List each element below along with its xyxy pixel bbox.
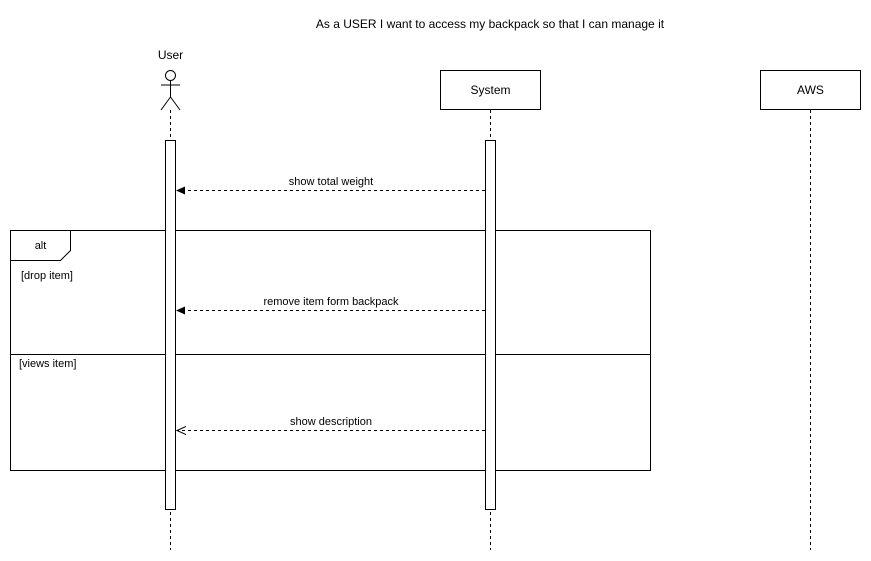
alt-fragment-frame (10, 230, 651, 471)
diagram-title: As a USER I want to access my backpack s… (316, 17, 665, 31)
actor-left-leg (160, 96, 171, 111)
alt-guard-drop-item: [drop item] (21, 270, 73, 282)
message-show-description-label: show description (290, 416, 372, 428)
aws-participant-label: AWS (797, 83, 824, 97)
user-activation-bar (165, 140, 176, 510)
user-actor-label: User (158, 48, 183, 62)
system-participant-label: System (470, 83, 510, 97)
message-remove-item-label: remove item form backpack (263, 296, 399, 308)
actor-right-leg (170, 96, 181, 111)
system-participant-box (440, 70, 541, 110)
aws-participant-box (760, 70, 861, 110)
actor-head (165, 70, 176, 81)
system-activation-bar (485, 140, 496, 510)
user-actor (160, 70, 181, 111)
alt-fragment-operator-tab (10, 230, 71, 261)
alt-fragment-operator: alt (35, 240, 47, 252)
message-show-total-weight-label: show total weight (289, 176, 373, 188)
alt-guard-views-item: [views item] (19, 358, 76, 370)
